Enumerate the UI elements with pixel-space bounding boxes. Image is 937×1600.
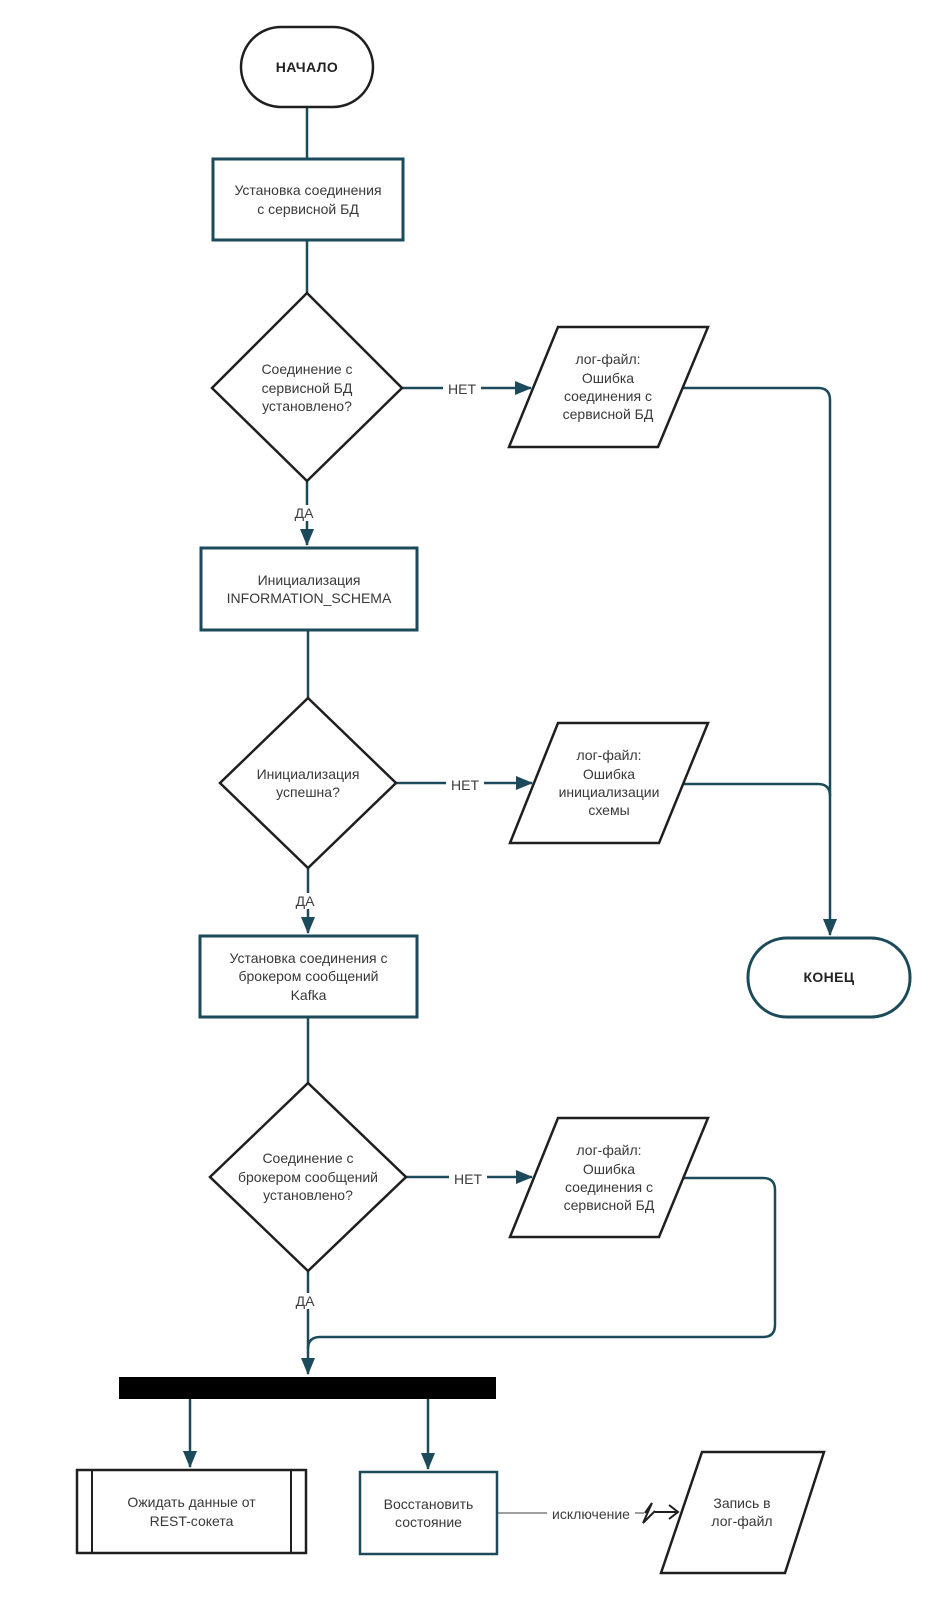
- edge-logkafka-loopback: [306, 1176, 777, 1350]
- edge-label-no2: НЕТ: [446, 777, 484, 793]
- data-write-log-shape: [659, 1450, 826, 1575]
- connector-lines: [183, 107, 837, 1470]
- edge-label-no1: НЕТ: [443, 381, 481, 397]
- decision-db-connected-shape: [210, 291, 404, 483]
- end-terminator-shape: [746, 936, 912, 1019]
- start-terminator-shape: [239, 25, 375, 109]
- data-log-kafka-error-shape: [508, 1116, 710, 1239]
- edge-label-no3: НЕТ: [449, 1171, 487, 1187]
- decision-kafka-connected-shape: [208, 1081, 408, 1273]
- process-connect-kafka-shape: [198, 934, 419, 1019]
- process-restore-state-shape: [358, 1470, 499, 1556]
- fork-bar: [119, 1377, 496, 1399]
- edge-label-yes1: ДА: [289, 505, 319, 521]
- decision-init-ok-shape: [218, 696, 398, 870]
- edge-label-yes3: ДА: [290, 1293, 320, 1309]
- predefined-wait-rest-shape: [75, 1468, 308, 1555]
- data-log-db-error-shape: [507, 325, 710, 449]
- edge-label-exception: исключение: [547, 1506, 635, 1522]
- process-init-schema-shape: [199, 546, 419, 632]
- edge-label-yes2: ДА: [290, 893, 320, 909]
- data-log-init-error-shape: [508, 721, 710, 845]
- edge-logdb-to-end: [683, 386, 837, 936]
- exception-zigzag-arrow-icon: [642, 1502, 680, 1524]
- edge-loginit-to-endline: [683, 782, 832, 797]
- process-connect-db-shape: [211, 157, 405, 242]
